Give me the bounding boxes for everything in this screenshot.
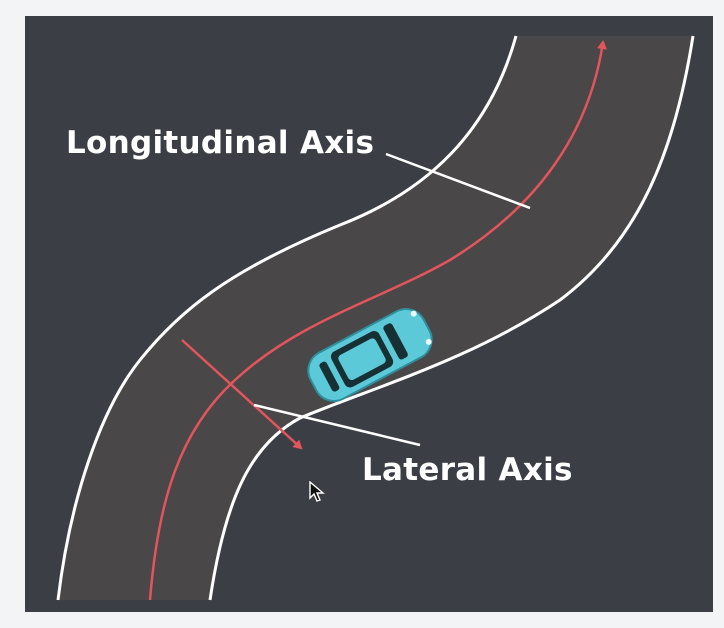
mouse-cursor-icon [309, 481, 325, 502]
road-surface [58, 36, 693, 600]
longitudinal-callout-line [385, 152, 531, 210]
longitudinal-axis-label: Longitudinal Axis [66, 125, 375, 161]
longitudinal-axis-path [148, 40, 607, 601]
road-edge-right [208, 35, 695, 601]
lateral-axis-arrow [181, 339, 303, 450]
lateral-axis-label: Lateral Axis [362, 452, 573, 488]
car-icon [307, 308, 433, 402]
lateral-callout-line [253, 403, 421, 447]
road-edge-left [56, 35, 518, 601]
